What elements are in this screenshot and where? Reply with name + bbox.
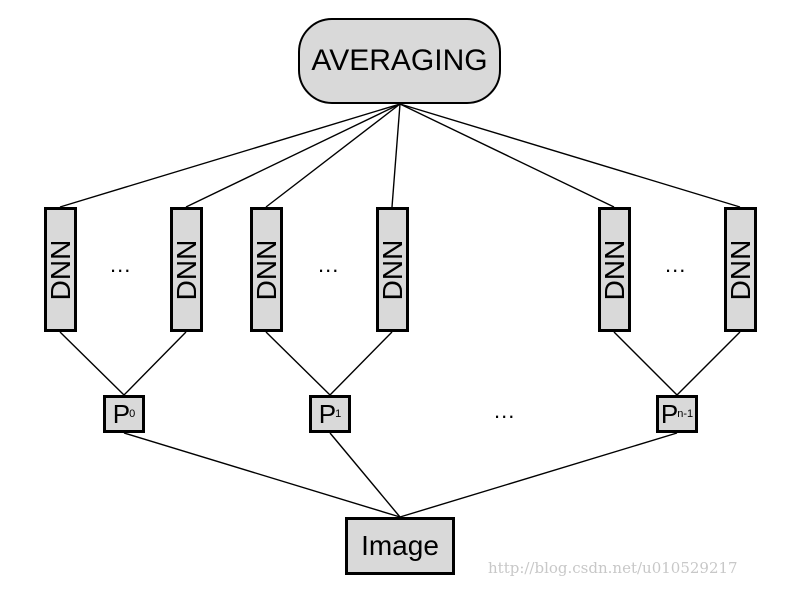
edge-dnn-p0-b <box>123 331 187 396</box>
edge-dnn-p1-a <box>265 331 331 396</box>
dnn-label: DNN <box>724 239 756 300</box>
dnn-node: DNN <box>44 207 77 332</box>
dnn-label: DNN <box>44 239 76 300</box>
watermark-text: http://blog.csdn.net/u010529217 <box>488 559 738 577</box>
dnn-node: DNN <box>250 207 283 332</box>
averaging-label: AVERAGING <box>311 44 488 77</box>
edge-p1-image <box>329 432 401 518</box>
ellipsis-patches: ... <box>494 398 516 423</box>
edge-avg-dnn-5 <box>399 103 615 208</box>
patch-subscript: 0 <box>129 408 136 420</box>
image-node: Image <box>345 517 455 575</box>
image-label: Image <box>361 530 439 561</box>
dnn-node: DNN <box>170 207 203 332</box>
edge-avg-dnn-3 <box>265 103 401 208</box>
dnn-label: DNN <box>170 239 202 300</box>
edge-dnn-p0-a <box>59 331 125 396</box>
patch-label: P <box>112 398 131 429</box>
edge-avg-dnn-2 <box>185 103 401 208</box>
averaging-node: AVERAGING <box>298 18 501 104</box>
dnn-label: DNN <box>250 239 282 300</box>
edge-p0-image <box>123 432 401 518</box>
patch-label: P <box>318 398 337 429</box>
ellipsis-dnn-group-3: ... <box>665 252 687 277</box>
edge-pn-image <box>399 432 678 518</box>
patch-label: P <box>660 398 679 429</box>
edge-dnn-pn-b <box>676 331 741 396</box>
edge-avg-dnn-6 <box>399 103 741 208</box>
ellipsis-dnn-group-1: ... <box>110 252 132 277</box>
edge-dnn-p1-b <box>329 331 393 396</box>
patch-subscript: n-1 <box>677 408 694 420</box>
dnn-node: DNN <box>376 207 409 332</box>
edge-avg-dnn-1 <box>59 103 401 208</box>
dnn-label: DNN <box>598 239 630 300</box>
dnn-label: DNN <box>376 239 408 300</box>
dnn-node: DNN <box>598 207 631 332</box>
dnn-node: DNN <box>724 207 757 332</box>
ellipsis-dnn-group-2: ... <box>318 252 340 277</box>
edge-avg-dnn-4 <box>391 103 401 208</box>
patch-subscript: 1 <box>335 408 342 420</box>
edge-dnn-pn-a <box>613 331 678 396</box>
